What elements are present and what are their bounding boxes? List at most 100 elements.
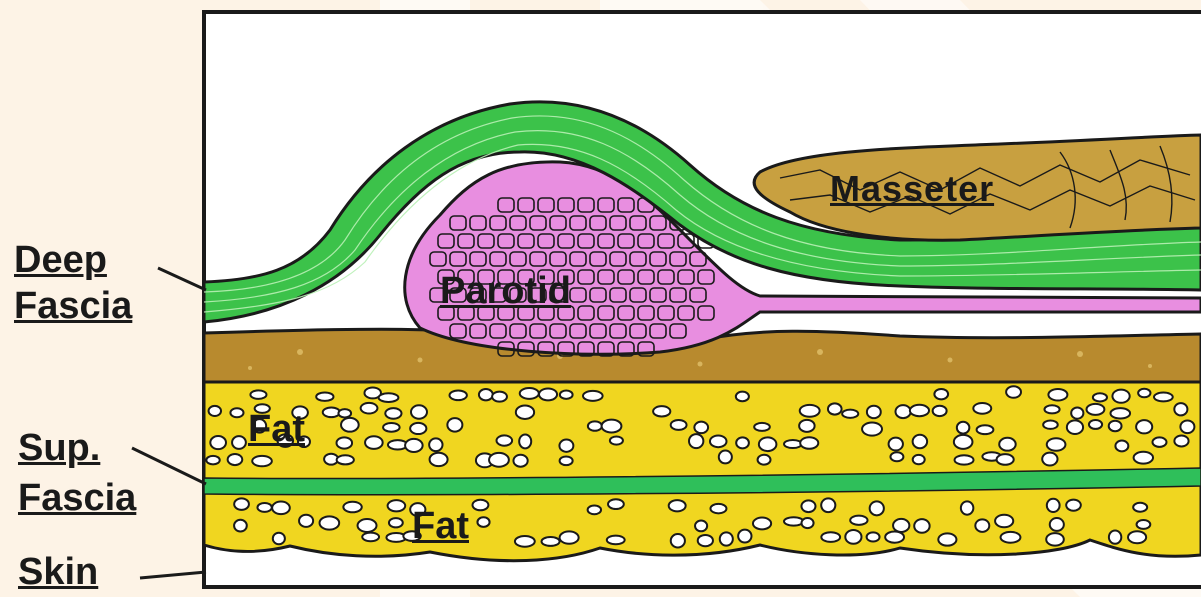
fat-cell (252, 456, 272, 466)
fat-cell (542, 537, 560, 546)
label-skin: Skin (18, 552, 98, 592)
fat-cell (257, 503, 271, 512)
fat-cell (1066, 500, 1081, 511)
fat-cell (383, 423, 400, 432)
fat-cell (1001, 532, 1021, 543)
fat-cell (867, 406, 881, 418)
fat-cell (957, 422, 970, 434)
fat-cell (895, 405, 910, 418)
fat-cell (999, 438, 1015, 451)
fat-cell (209, 406, 222, 416)
fat-cell (450, 390, 467, 400)
fat-cell (1087, 404, 1105, 415)
fat-cell (477, 517, 489, 527)
fat-cell (210, 436, 226, 449)
label-sup-fascia-line1: Sup. (18, 428, 100, 468)
fat-cell (388, 500, 406, 511)
fat-cell (934, 389, 948, 399)
label-sup-fascia-line2: Fascia (18, 478, 136, 518)
fat-cell (719, 451, 732, 464)
fat-cell (799, 420, 814, 432)
fat-cell (1047, 499, 1060, 512)
fat-cell (954, 435, 973, 449)
fat-cell (497, 435, 513, 445)
fat-cell (1048, 389, 1067, 401)
fat-cell (801, 500, 815, 512)
fat-cell (320, 516, 340, 529)
fat-cell (430, 453, 448, 466)
fat-cell (736, 437, 749, 448)
fat-cell (1133, 503, 1147, 512)
fat-cell (516, 405, 534, 418)
label-deep-fascia-line2: Fascia (14, 286, 132, 326)
fat-cell (273, 533, 285, 544)
fat-cell (539, 388, 557, 400)
fat-cell (337, 455, 354, 464)
fat-cell (588, 421, 602, 430)
fat-cell (608, 499, 624, 509)
fat-cell (845, 530, 861, 544)
fat-cell (1180, 420, 1194, 433)
fat-cell (341, 418, 359, 432)
fat-cell (828, 403, 842, 414)
fat-cell (850, 516, 867, 525)
fat-cell (429, 438, 442, 451)
fat-cell (653, 406, 670, 416)
fat-cell (689, 434, 703, 448)
fat-cell (938, 533, 956, 545)
fat-cell (411, 405, 427, 418)
fat-cell (885, 532, 904, 543)
fat-cell (447, 418, 462, 432)
fat-cell (933, 406, 947, 416)
fat-cell (671, 534, 685, 547)
fat-cell (515, 536, 535, 547)
fat-cell (1138, 389, 1150, 397)
fat-cell (758, 455, 771, 465)
fat-cell (337, 437, 353, 448)
fat-cell (519, 434, 531, 448)
leader-lines (132, 268, 206, 578)
fat-cell (560, 391, 573, 399)
fat-cell (821, 498, 835, 512)
label-deep-fascia-line1: Deep (14, 240, 107, 280)
fat-cell (842, 410, 858, 418)
fat-cell (410, 423, 426, 434)
fat-cell (913, 455, 925, 464)
fat-cell (1050, 518, 1064, 531)
fat-cell (250, 390, 266, 398)
fat-cell (234, 520, 247, 532)
fat-cell (472, 500, 488, 510)
fat-cell (821, 532, 840, 542)
fat-cell (272, 502, 290, 515)
fat-cell (1152, 437, 1166, 446)
fat-cell (1115, 441, 1128, 452)
fat-cell (1110, 408, 1130, 418)
fat-cell (784, 440, 802, 448)
fat-cell (1174, 436, 1188, 447)
fat-cell (513, 455, 527, 467)
fat-cell (914, 519, 929, 533)
fat-cell (1089, 420, 1102, 429)
fat-cell (1044, 405, 1059, 413)
fat-cell (671, 420, 687, 430)
fat-cell (910, 405, 929, 416)
fat-cell (358, 519, 377, 532)
fat-cell (890, 452, 903, 461)
fat-cell (610, 437, 623, 445)
fat-cell (1071, 407, 1083, 418)
deep-fascia-leader (158, 268, 206, 290)
fat-cell (862, 423, 882, 436)
fat-cell (362, 533, 379, 542)
fat-cell (720, 532, 733, 545)
fat-cell (759, 437, 777, 451)
fat-cell (361, 403, 378, 414)
fat-cell (1154, 393, 1173, 402)
fat-cell (784, 517, 803, 525)
fat-cell (995, 515, 1013, 528)
fat-cell (299, 515, 313, 527)
fat-cell (698, 535, 713, 546)
fat-cell (1067, 420, 1083, 434)
fat-cell (479, 389, 493, 400)
fat-cell (1128, 531, 1146, 543)
fat-cell (323, 407, 340, 417)
